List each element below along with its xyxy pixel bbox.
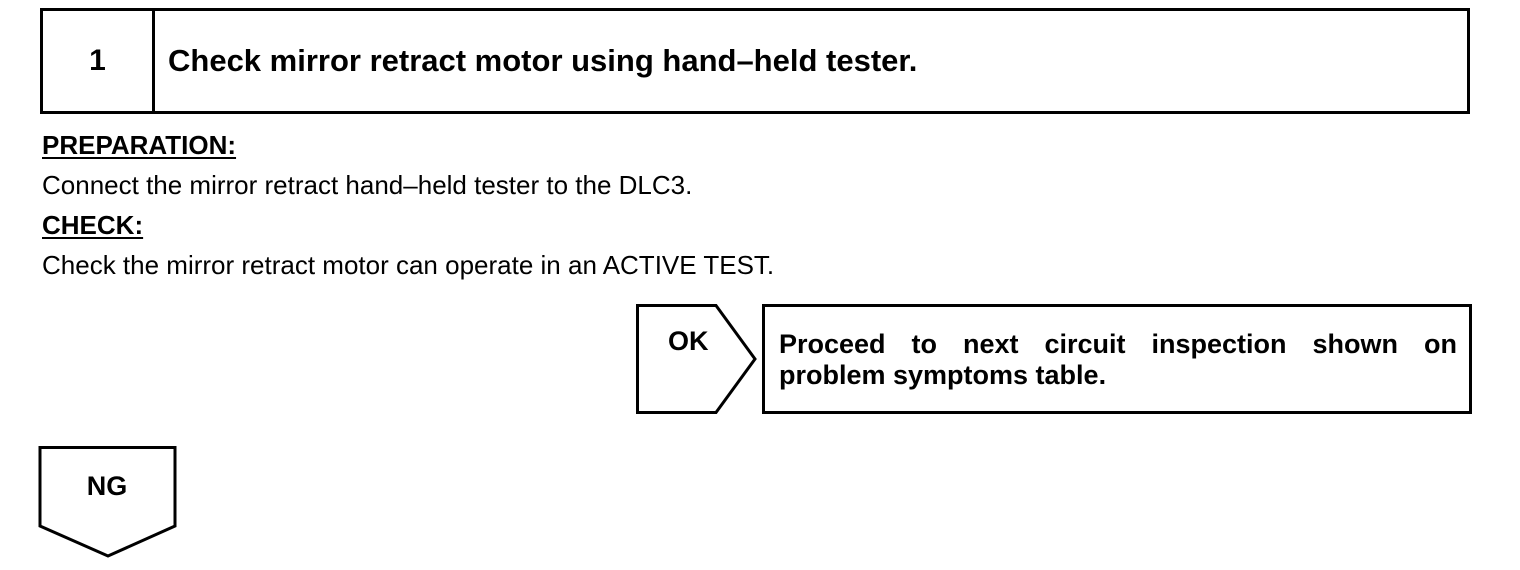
ng-label: NG bbox=[86, 471, 128, 501]
check-heading: CHECK: bbox=[42, 210, 144, 240]
check-text: Check the mirror retract motor can opera… bbox=[42, 250, 775, 280]
step-number: 1 bbox=[43, 11, 155, 111]
ok-result-text: Proceed to next circuit inspection shown… bbox=[779, 329, 1457, 390]
ng-arrow-shape bbox=[38, 446, 177, 558]
preparation-heading: PREPARATION: bbox=[42, 130, 237, 160]
ok-result-box: Proceed to next circuit inspection shown… bbox=[762, 304, 1472, 414]
step-header-box: 1 Check mirror retract motor using hand–… bbox=[40, 8, 1470, 114]
ok-arrow-shape bbox=[636, 304, 757, 414]
ok-label: OK bbox=[668, 326, 709, 356]
step-title: Check mirror retract motor using hand–he… bbox=[168, 43, 918, 78]
preparation-text: Connect the mirror retract hand–held tes… bbox=[42, 170, 693, 200]
